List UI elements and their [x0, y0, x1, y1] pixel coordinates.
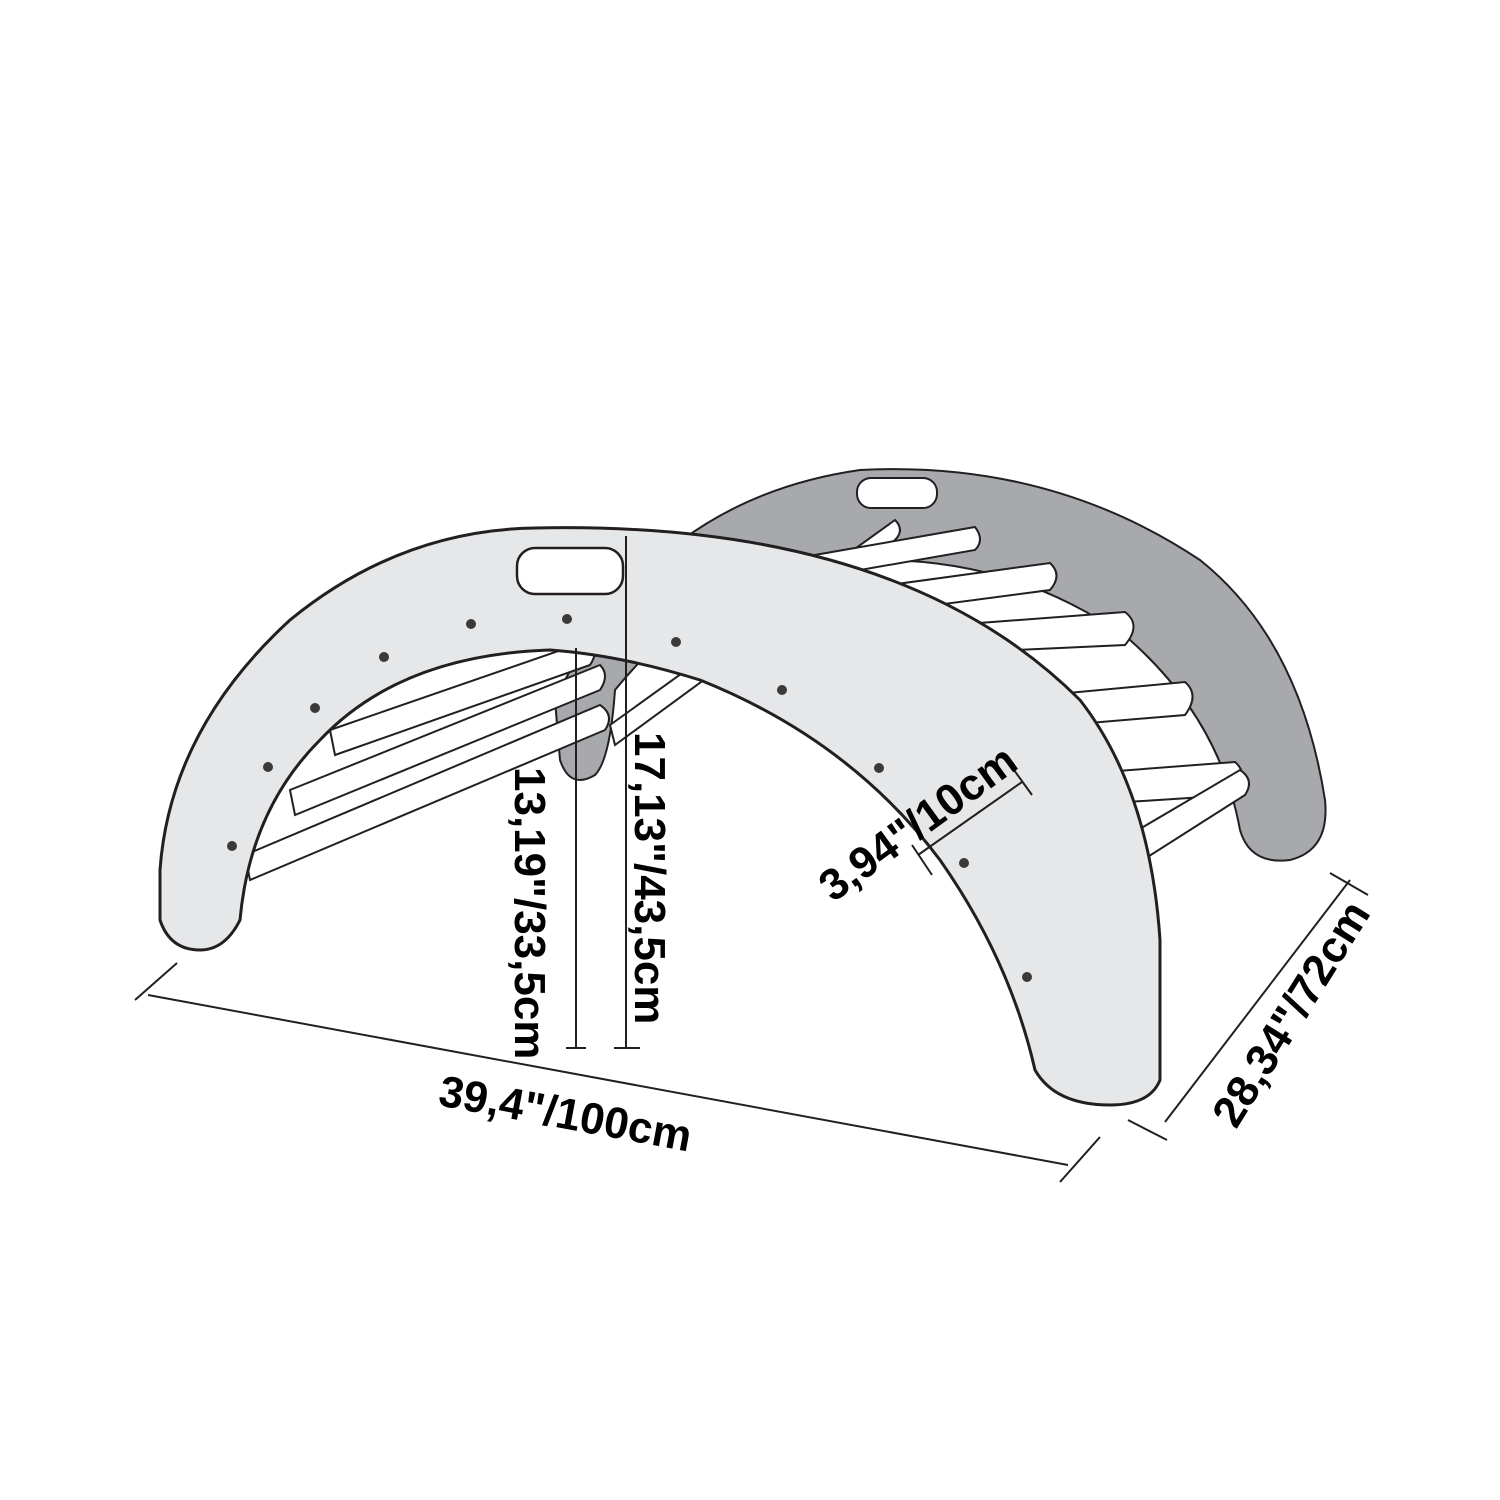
screw-hole: [562, 614, 572, 624]
screw-hole: [777, 685, 787, 695]
screw-hole: [379, 652, 389, 662]
screw-hole: [1022, 972, 1032, 982]
rung: [243, 703, 610, 882]
screw-hole: [227, 841, 237, 851]
screw-hole: [263, 762, 273, 772]
screw-hole: [671, 637, 681, 647]
depth-dimension-line: [1164, 879, 1351, 1123]
back-handle-slot: [856, 477, 938, 509]
inner-height-label: 13,19"/33,5cm: [505, 767, 554, 1059]
screw-hole: [466, 619, 476, 629]
front-handle-slot: [515, 546, 625, 596]
screw-hole: [310, 703, 320, 713]
depth-tick-top: [1329, 872, 1369, 896]
outer-height-label: 17,13"/43,5cm: [625, 732, 674, 1024]
depth-tick-bottom: [1127, 1119, 1168, 1141]
rung: [288, 663, 606, 817]
panel-width-tick-b: [1013, 769, 1033, 796]
depth-label: 28,34"/72cm: [1203, 892, 1380, 1135]
front-arch-panel: [158, 526, 1162, 1107]
screw-hole: [874, 763, 884, 773]
dimension-lines: [134, 536, 1369, 1183]
screw-hole: [959, 858, 969, 868]
panel-width-tick-a: [911, 844, 933, 876]
screw-holes: [227, 614, 1032, 982]
width-dimension-line: [147, 994, 1069, 1166]
width-tick-right: [1059, 1136, 1101, 1183]
width-label: 39,4"/100cm: [435, 1067, 695, 1162]
panel-width-dimension-line: [917, 781, 1023, 856]
width-tick-left: [134, 962, 178, 1001]
